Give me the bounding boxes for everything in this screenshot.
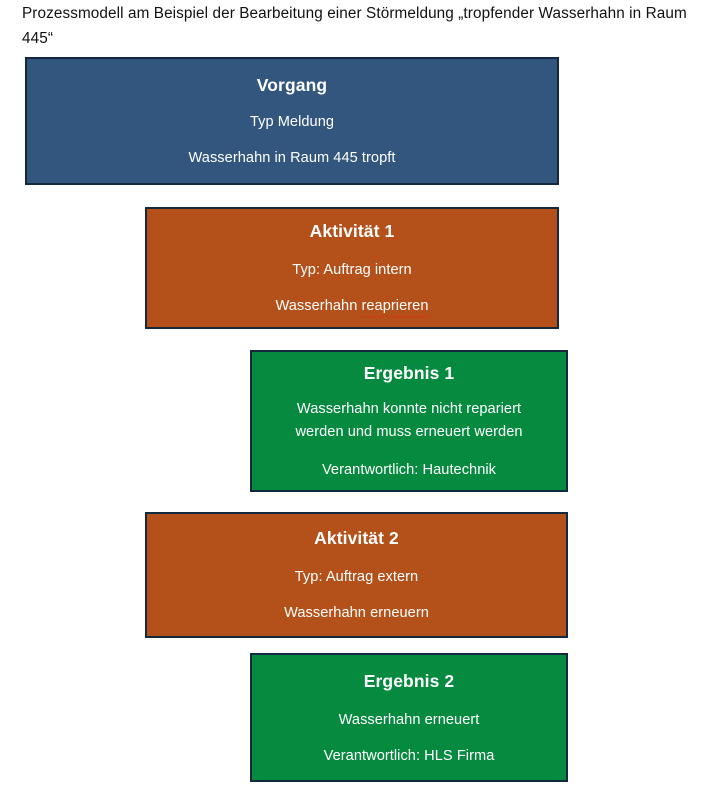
node-title-vorgang: Vorgang	[256, 75, 328, 95]
node-title-aktivitaet-2: Aktivität 2	[314, 528, 399, 548]
process-node-aktivitaet-1[interactable]: Aktivität 1 Typ: Auftrag intern Wasserha…	[145, 207, 559, 329]
node-responsible-ergebnis-1: Verantwortlich: Hautechnik	[321, 462, 497, 478]
node-type-vorgang: Typ Meldung	[249, 114, 335, 130]
process-node-ergebnis-2[interactable]: Ergebnis 2 Wasserhahn erneuert Verantwor…	[250, 653, 568, 782]
node-description-vorgang: Wasserhahn in Raum 445 tropft	[188, 150, 396, 166]
node-description-ergebnis-1-line-1: Wasserhahn konnte nicht repariert	[296, 401, 522, 417]
node-description-aktivitaet-1: Wasserhahn reaprieren	[275, 296, 429, 318]
node-type-aktivitaet-1: Typ: Auftrag intern	[292, 262, 412, 278]
page-title: Prozessmodell am Beispiel der Bearbeitun…	[22, 5, 687, 47]
node-title-ergebnis-2: Ergebnis 2	[363, 670, 455, 691]
node-title-ergebnis-1: Ergebnis 1	[363, 363, 455, 383]
node-description-aktivitaet-2: Wasserhahn erneuern	[284, 605, 429, 621]
node-description-ergebnis-2: Wasserhahn erneuert	[338, 711, 480, 728]
node-description-ergebnis-1-line-2: werden und muss erneuert werden	[295, 424, 523, 440]
node-description-aktivitaet-1-prefix: Wasserhahn	[275, 298, 362, 314]
process-node-ergebnis-1[interactable]: Ergebnis 1 Wasserhahn konnte nicht repar…	[250, 350, 568, 492]
node-type-aktivitaet-2: Typ: Auftrag extern	[294, 569, 419, 585]
node-title-aktivitaet-1: Aktivität 1	[309, 221, 395, 241]
process-node-aktivitaet-2[interactable]: Aktivität 2 Typ: Auftrag extern Wasserha…	[145, 512, 568, 638]
process-node-vorgang[interactable]: Vorgang Typ Meldung Wasserhahn in Raum 4…	[25, 57, 559, 185]
node-responsible-ergebnis-2: Verantwortlich: HLS Firma	[323, 747, 495, 764]
spellcheck-misspelled-word: reaprieren	[361, 298, 429, 318]
